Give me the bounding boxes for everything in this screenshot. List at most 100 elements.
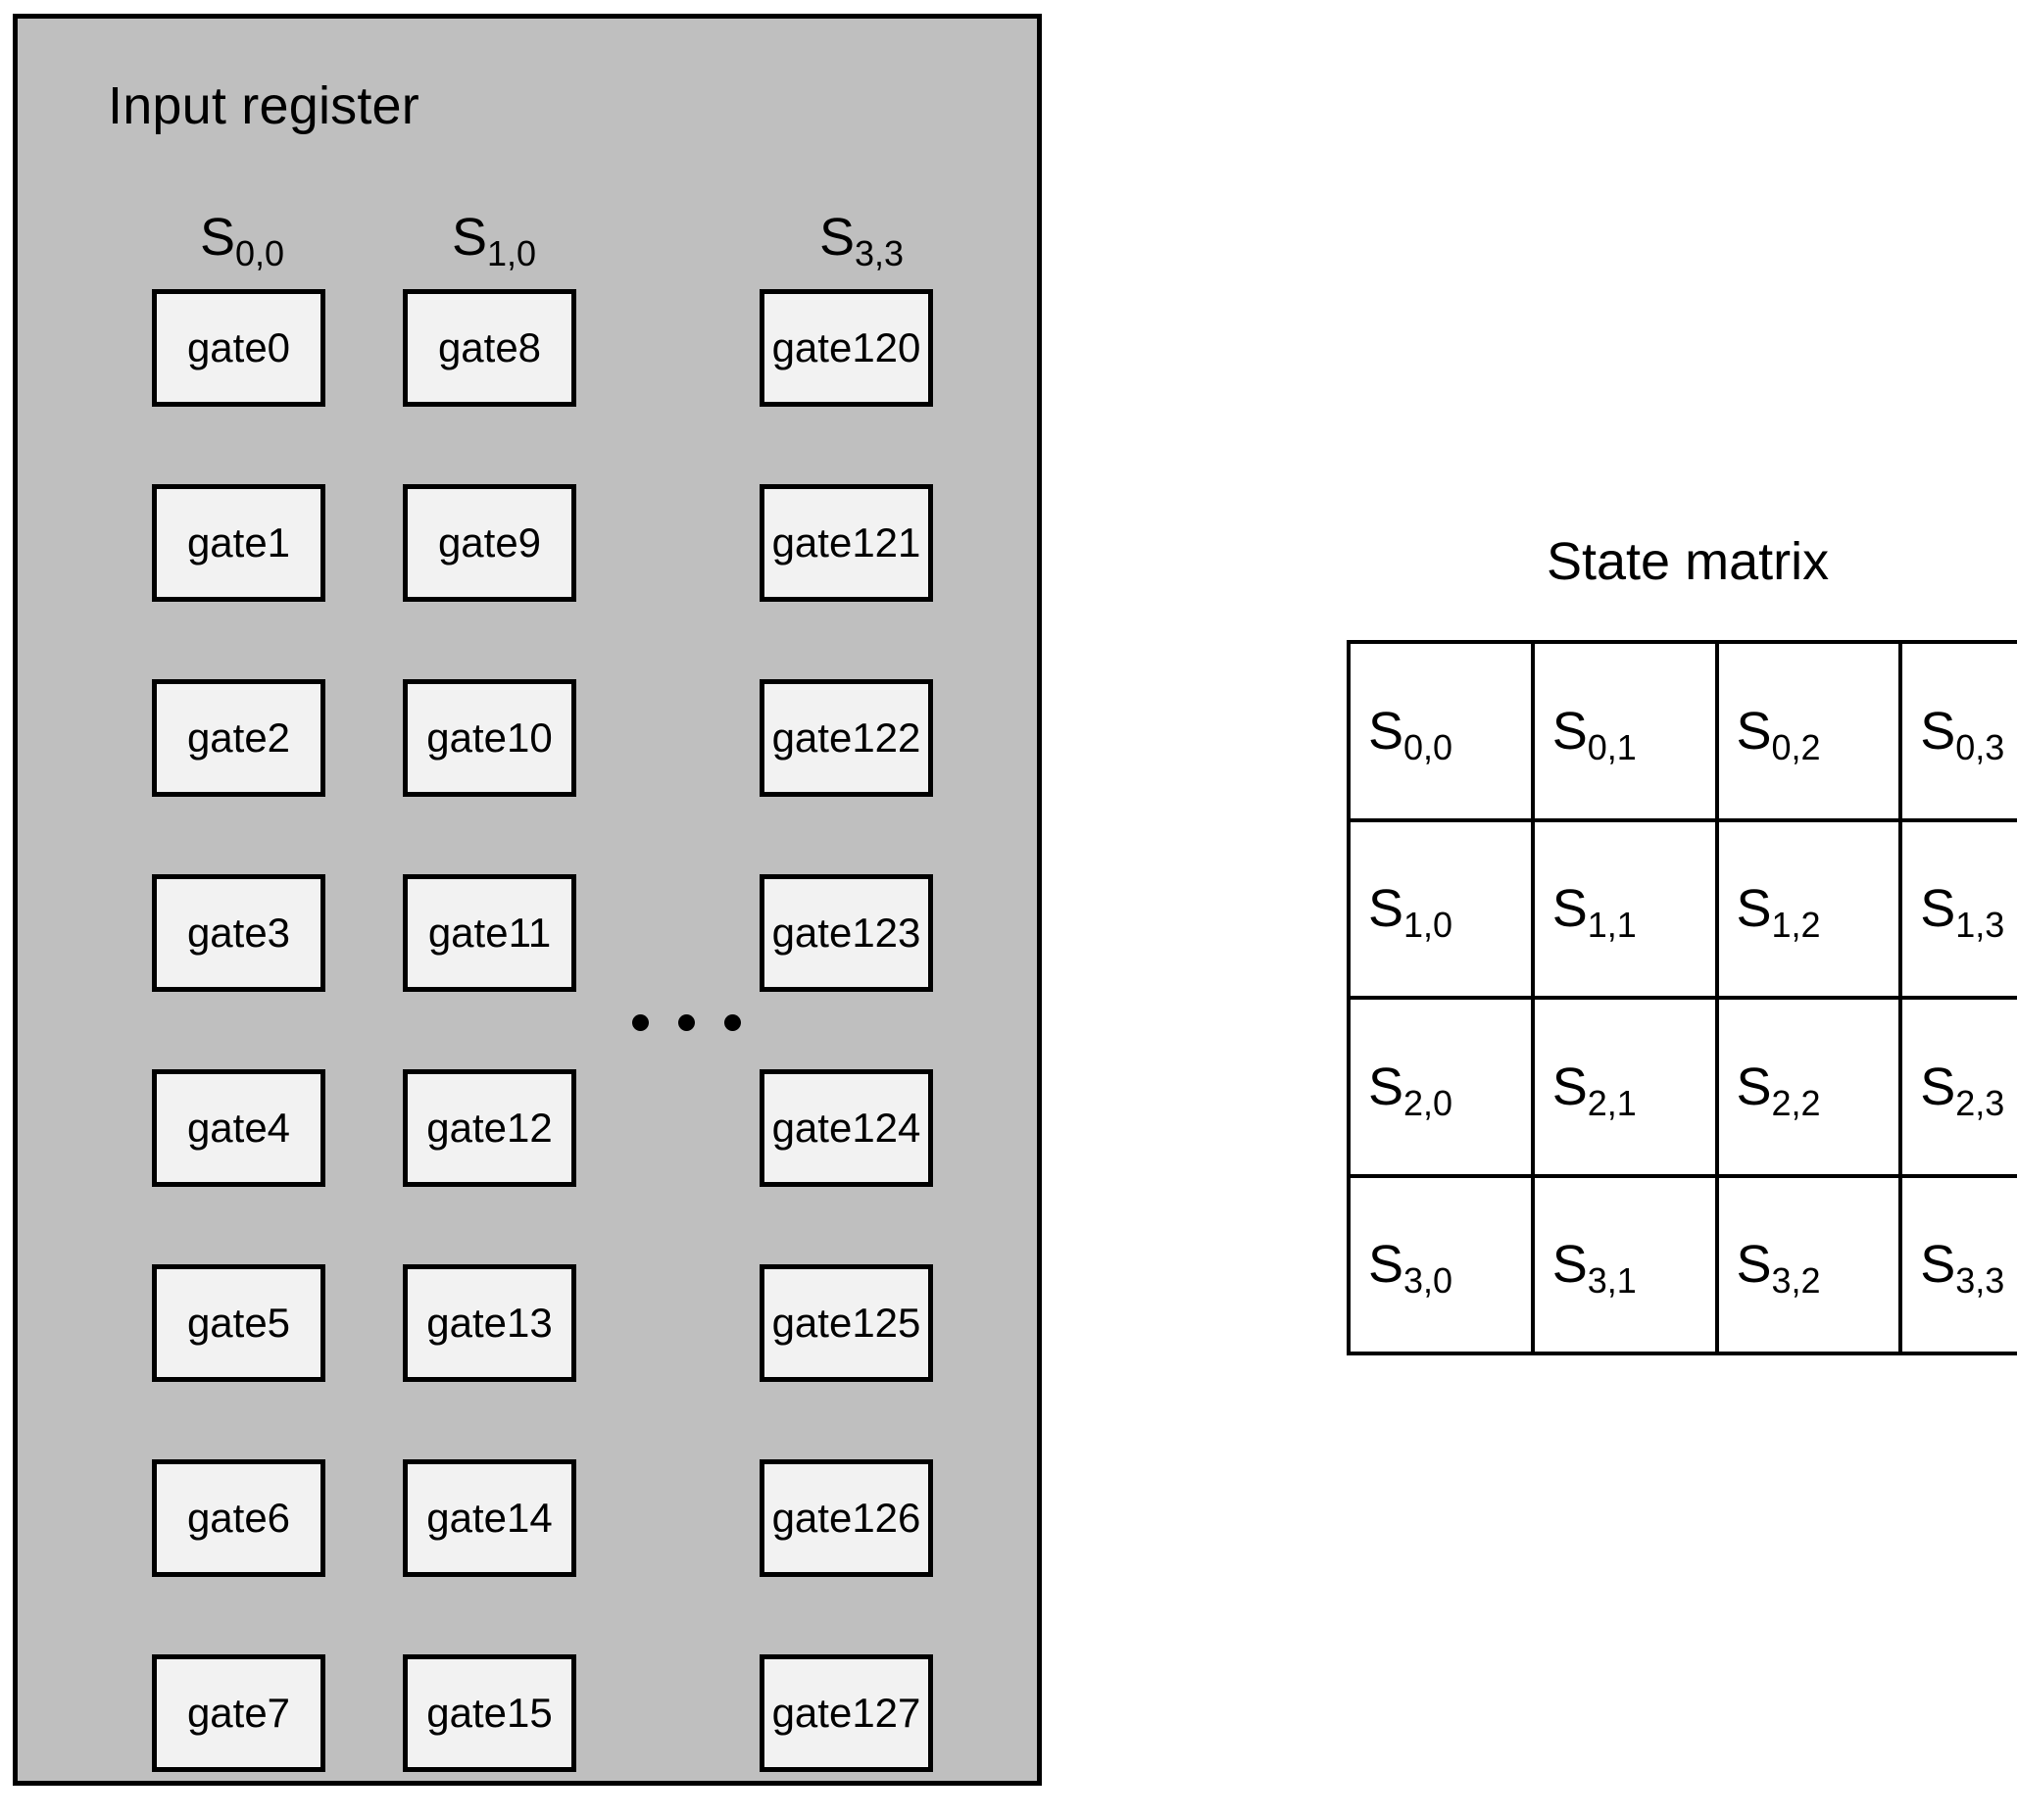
ellipsis-dot — [724, 1014, 741, 1031]
gate-label: gate2 — [186, 714, 291, 761]
column-header-subscript: 1,0 — [487, 233, 537, 273]
state-cell-base: S — [1551, 879, 1588, 939]
gate-label: gate5 — [186, 1300, 291, 1346]
gate-label: gate15 — [426, 1690, 553, 1736]
state-cell-subscript: 2,1 — [1587, 1082, 1637, 1123]
gate-box[interactable]: gate7 — [152, 1654, 325, 1772]
gate-label: gate13 — [426, 1300, 553, 1346]
state-cell-base: S — [1368, 1235, 1404, 1295]
state-cell-subscript: 0,3 — [1955, 726, 2005, 767]
column-header-base: S — [200, 208, 236, 267]
gate-label: gate126 — [771, 1495, 921, 1541]
ellipsis-dot — [632, 1014, 649, 1031]
gate-box[interactable]: gate4 — [152, 1069, 325, 1187]
gate-label: gate3 — [186, 910, 291, 956]
gate-box[interactable]: gate6 — [152, 1459, 325, 1577]
gate-box[interactable]: gate14 — [403, 1459, 576, 1577]
column-header-s33: S3,3 — [819, 207, 904, 273]
state-matrix-cell: S2,0 — [1347, 996, 1535, 1178]
state-matrix-cell: S3,2 — [1714, 1173, 1903, 1355]
state-cell-subscript: 3,2 — [1771, 1260, 1821, 1302]
gate-label: gate11 — [427, 910, 552, 956]
state-cell-base: S — [1551, 701, 1588, 761]
gate-box[interactable]: gate122 — [760, 679, 933, 797]
gate-label: gate8 — [437, 324, 542, 370]
gate-box[interactable]: gate127 — [760, 1654, 933, 1772]
gate-box[interactable]: gate3 — [152, 874, 325, 992]
state-matrix-cell: S0,1 — [1530, 640, 1719, 822]
gate-label: gate6 — [186, 1495, 291, 1541]
state-matrix-cell: S3,0 — [1347, 1173, 1535, 1355]
state-matrix-cell: S0,3 — [1898, 640, 2017, 822]
state-matrix-title: State matrix — [1547, 532, 1830, 591]
state-cell-subscript: 1,1 — [1587, 905, 1637, 946]
gate-box[interactable]: gate1 — [152, 484, 325, 602]
state-matrix-cell: S0,2 — [1714, 640, 1903, 822]
ellipsis-dots — [632, 1014, 741, 1031]
state-cell-base: S — [1920, 1057, 1956, 1116]
state-matrix-cell: S3,1 — [1530, 1173, 1719, 1355]
column-header-subscript: 0,0 — [235, 233, 285, 273]
state-matrix-cell: S2,1 — [1530, 996, 1719, 1178]
gate-box[interactable]: gate121 — [760, 484, 933, 602]
column-header-base: S — [452, 208, 488, 267]
gate-label: gate121 — [771, 519, 921, 566]
state-cell-subscript: 2,0 — [1403, 1082, 1453, 1123]
state-cell-subscript: 2,3 — [1955, 1082, 2005, 1123]
gate-box[interactable]: gate10 — [403, 679, 576, 797]
gate-box[interactable]: gate15 — [403, 1654, 576, 1772]
state-cell-subscript: 1,2 — [1771, 905, 1821, 946]
state-cell-base: S — [1736, 879, 1772, 939]
gate-label: gate14 — [426, 1495, 553, 1541]
column-header-subscript: 3,3 — [855, 233, 905, 273]
gate-box[interactable]: gate8 — [403, 289, 576, 407]
gate-label: gate125 — [771, 1300, 921, 1346]
state-matrix-cell: S1,2 — [1714, 817, 1903, 1000]
gate-box[interactable]: gate11 — [403, 874, 576, 992]
state-cell-subscript: 3,1 — [1587, 1260, 1637, 1302]
state-cell-subscript: 0,0 — [1403, 726, 1453, 767]
gate-label: gate1 — [186, 519, 291, 566]
gate-box[interactable]: gate126 — [760, 1459, 933, 1577]
gate-box[interactable]: gate123 — [760, 874, 933, 992]
state-cell-base: S — [1368, 701, 1404, 761]
gate-box[interactable]: gate9 — [403, 484, 576, 602]
gate-box[interactable]: gate125 — [760, 1264, 933, 1382]
gate-box[interactable]: gate124 — [760, 1069, 933, 1187]
state-cell-base: S — [1551, 1235, 1588, 1295]
column-header-base: S — [819, 208, 856, 267]
gate-box[interactable]: gate0 — [152, 289, 325, 407]
state-cell-subscript: 0,2 — [1771, 726, 1821, 767]
state-cell-subscript: 3,0 — [1403, 1260, 1453, 1302]
gate-label: gate0 — [186, 324, 291, 370]
gate-box[interactable]: gate5 — [152, 1264, 325, 1382]
gate-label: gate9 — [437, 519, 542, 566]
state-matrix-cell: S0,0 — [1347, 640, 1535, 822]
ellipsis-dot — [678, 1014, 695, 1031]
state-cell-base: S — [1920, 879, 1956, 939]
state-matrix-cell: S1,1 — [1530, 817, 1719, 1000]
state-cell-base: S — [1368, 879, 1404, 939]
gate-label: gate12 — [426, 1105, 553, 1151]
state-cell-base: S — [1736, 1057, 1772, 1116]
state-matrix-cell: S2,2 — [1714, 996, 1903, 1178]
state-matrix-cell: S1,0 — [1347, 817, 1535, 1000]
gate-label: gate123 — [771, 910, 921, 956]
gate-box[interactable]: gate12 — [403, 1069, 576, 1187]
input-register-title: Input register — [108, 76, 419, 135]
gate-label: gate124 — [771, 1105, 921, 1151]
gate-label: gate127 — [771, 1690, 921, 1736]
gate-box[interactable]: gate120 — [760, 289, 933, 407]
gate-box[interactable]: gate13 — [403, 1264, 576, 1382]
state-cell-subscript: 1,3 — [1955, 905, 2005, 946]
gate-box[interactable]: gate2 — [152, 679, 325, 797]
state-cell-base: S — [1736, 1235, 1772, 1295]
gate-label: gate7 — [186, 1690, 291, 1736]
gate-label: gate10 — [426, 714, 553, 761]
